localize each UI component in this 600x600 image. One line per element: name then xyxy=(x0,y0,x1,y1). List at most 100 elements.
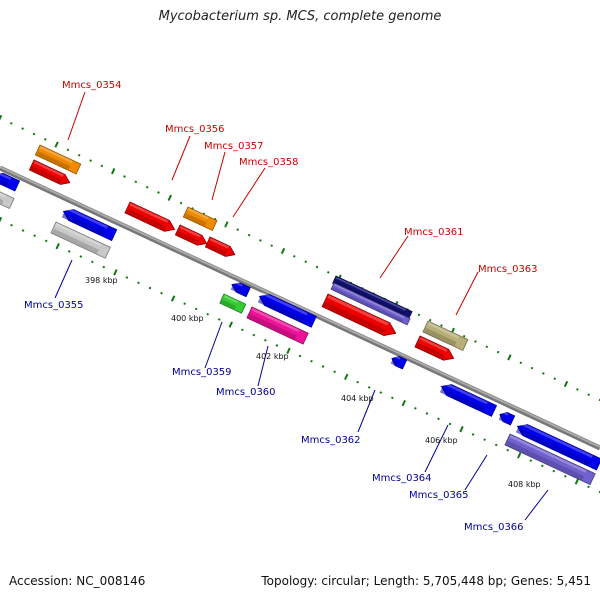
scale-tick xyxy=(100,164,104,168)
scale-tick xyxy=(0,216,3,224)
kbp-tick-label: 406 kbp xyxy=(425,436,458,445)
scale-tick xyxy=(9,121,13,125)
scale-tick xyxy=(598,398,600,402)
scale-tick xyxy=(494,443,498,447)
gene-feature-mmcs-0361-b[interactable] xyxy=(330,282,411,326)
scale-tick xyxy=(206,312,210,316)
scale-tick xyxy=(259,239,262,242)
gene-feature-mmcs-0359[interactable] xyxy=(219,293,247,314)
gene-label-mmcs-0354[interactable]: Mmcs_0354 xyxy=(62,80,122,91)
gene-feature-mmcs-0355-b[interactable] xyxy=(50,221,111,259)
gene-label-mmcs-0366[interactable]: Mmcs_0366 xyxy=(464,522,524,533)
gene-leader-line xyxy=(257,345,269,387)
scale-tick xyxy=(321,365,325,368)
scale-tick xyxy=(563,380,569,388)
scale-tick xyxy=(224,221,229,228)
scale-tick xyxy=(217,318,221,321)
scale-tick xyxy=(417,313,421,317)
gene-feature-grey-left[interactable] xyxy=(0,189,15,209)
gene-label-mmcs-0365[interactable]: Mmcs_0365 xyxy=(409,490,469,501)
scale-tick xyxy=(137,281,140,285)
scale-tick xyxy=(54,141,59,148)
scale-tick xyxy=(286,347,291,354)
gene-label-mmcs-0364[interactable]: Mmcs_0364 xyxy=(372,473,432,484)
gene-feature-mmcs-0354-b[interactable] xyxy=(28,159,72,188)
scale-tick xyxy=(576,388,579,391)
gene-leader-line xyxy=(424,424,449,473)
gene-feature-mmcs-0356[interactable] xyxy=(124,201,177,235)
gene-label-mmcs-0355[interactable]: Mmcs_0355 xyxy=(24,300,84,311)
gene-feature-mmcs-0361-c[interactable] xyxy=(321,293,399,340)
scale-tick xyxy=(44,239,48,243)
gene-feature-mmcs-0355[interactable] xyxy=(61,206,118,242)
scale-tick xyxy=(148,286,152,290)
scale-tick xyxy=(517,452,522,459)
scale-tick xyxy=(123,175,126,178)
gene-leader-line xyxy=(455,271,479,316)
scale-tick xyxy=(157,191,160,194)
gene-label-mmcs-0363[interactable]: Mmcs_0363 xyxy=(478,264,538,275)
gene-label-mmcs-0362[interactable]: Mmcs_0362 xyxy=(301,435,361,446)
gene-feature-mmcs-0363[interactable] xyxy=(422,320,469,352)
gene-leader-line xyxy=(211,151,226,201)
gene-feature-mmcs-0357-b[interactable] xyxy=(174,224,209,249)
gene-feature-mmcs-0360-b[interactable] xyxy=(246,306,309,345)
scale-tick xyxy=(333,370,336,374)
gene-feature-mmcs-0364[interactable] xyxy=(439,381,498,417)
scale-tick xyxy=(552,469,556,473)
scale-tick xyxy=(21,127,24,130)
scale-tick xyxy=(270,244,274,248)
gene-feature-mmcs-0365-b[interactable] xyxy=(515,421,600,471)
scale-tick xyxy=(298,354,302,358)
scale-tick xyxy=(553,377,557,381)
scale-tick xyxy=(414,406,417,410)
scale-tick xyxy=(448,422,452,426)
gene-leader-line xyxy=(379,235,409,279)
gene-feature-mmcs-0363-b[interactable] xyxy=(414,335,456,364)
gene-feature-blue-left[interactable] xyxy=(0,170,21,192)
scale-tick xyxy=(160,291,163,295)
scale-tick xyxy=(401,399,406,407)
gene-feature-blue-small[interactable] xyxy=(230,280,251,298)
gene-label-mmcs-0356[interactable]: Mmcs_0356 xyxy=(165,124,225,135)
gene-leader-line xyxy=(204,321,223,369)
gene-feature-mmcs-0365[interactable] xyxy=(498,410,516,426)
gene-feature-mmcs-0362[interactable] xyxy=(390,354,408,370)
scale-tick xyxy=(542,372,545,375)
scale-tick xyxy=(598,490,600,494)
gene-feature-mmcs-0358[interactable] xyxy=(204,236,237,260)
scale-tick xyxy=(194,307,198,311)
accession-text: Accession: NC_008146 xyxy=(9,574,146,588)
scale-tick xyxy=(33,234,36,238)
gene-label-mmcs-0359[interactable]: Mmcs_0359 xyxy=(172,367,232,378)
scale-tick xyxy=(77,153,81,157)
gene-label-mmcs-0357[interactable]: Mmcs_0357 xyxy=(204,141,264,152)
gene-leader-line xyxy=(54,259,73,299)
scale-tick xyxy=(483,438,486,442)
scale-tick xyxy=(0,114,3,122)
scale-tick xyxy=(145,185,149,189)
gene-feature-mmcs-0357[interactable] xyxy=(182,206,218,232)
gene-label-mmcs-0360[interactable]: Mmcs_0360 xyxy=(216,387,276,398)
gene-label-mmcs-0361[interactable]: Mmcs_0361 xyxy=(404,227,464,238)
gene-leader-line xyxy=(171,135,191,181)
scale-tick xyxy=(55,243,60,250)
gene-feature-mmcs-0360[interactable] xyxy=(257,291,317,328)
scale-tick xyxy=(304,260,308,264)
gene-leader-line xyxy=(67,91,86,141)
scale-tick xyxy=(67,250,71,253)
gene-label-mmcs-0358[interactable]: Mmcs_0358 xyxy=(239,157,299,168)
scale-tick xyxy=(134,180,138,184)
gene-feature-mmcs-0366[interactable] xyxy=(504,433,596,486)
scale-tick xyxy=(326,270,330,274)
scale-tick xyxy=(179,201,183,205)
kbp-tick-label: 400 kbp xyxy=(171,314,204,323)
scale-tick xyxy=(356,380,360,384)
gene-feature-mmcs-0354[interactable] xyxy=(34,144,82,175)
map-title: Mycobacterium sp. MCS, complete genome xyxy=(158,9,442,24)
scale-tick xyxy=(79,255,83,258)
scale-tick xyxy=(519,361,523,365)
scale-tick xyxy=(125,276,129,279)
scale-tick xyxy=(437,417,440,421)
scale-tick xyxy=(587,485,590,489)
